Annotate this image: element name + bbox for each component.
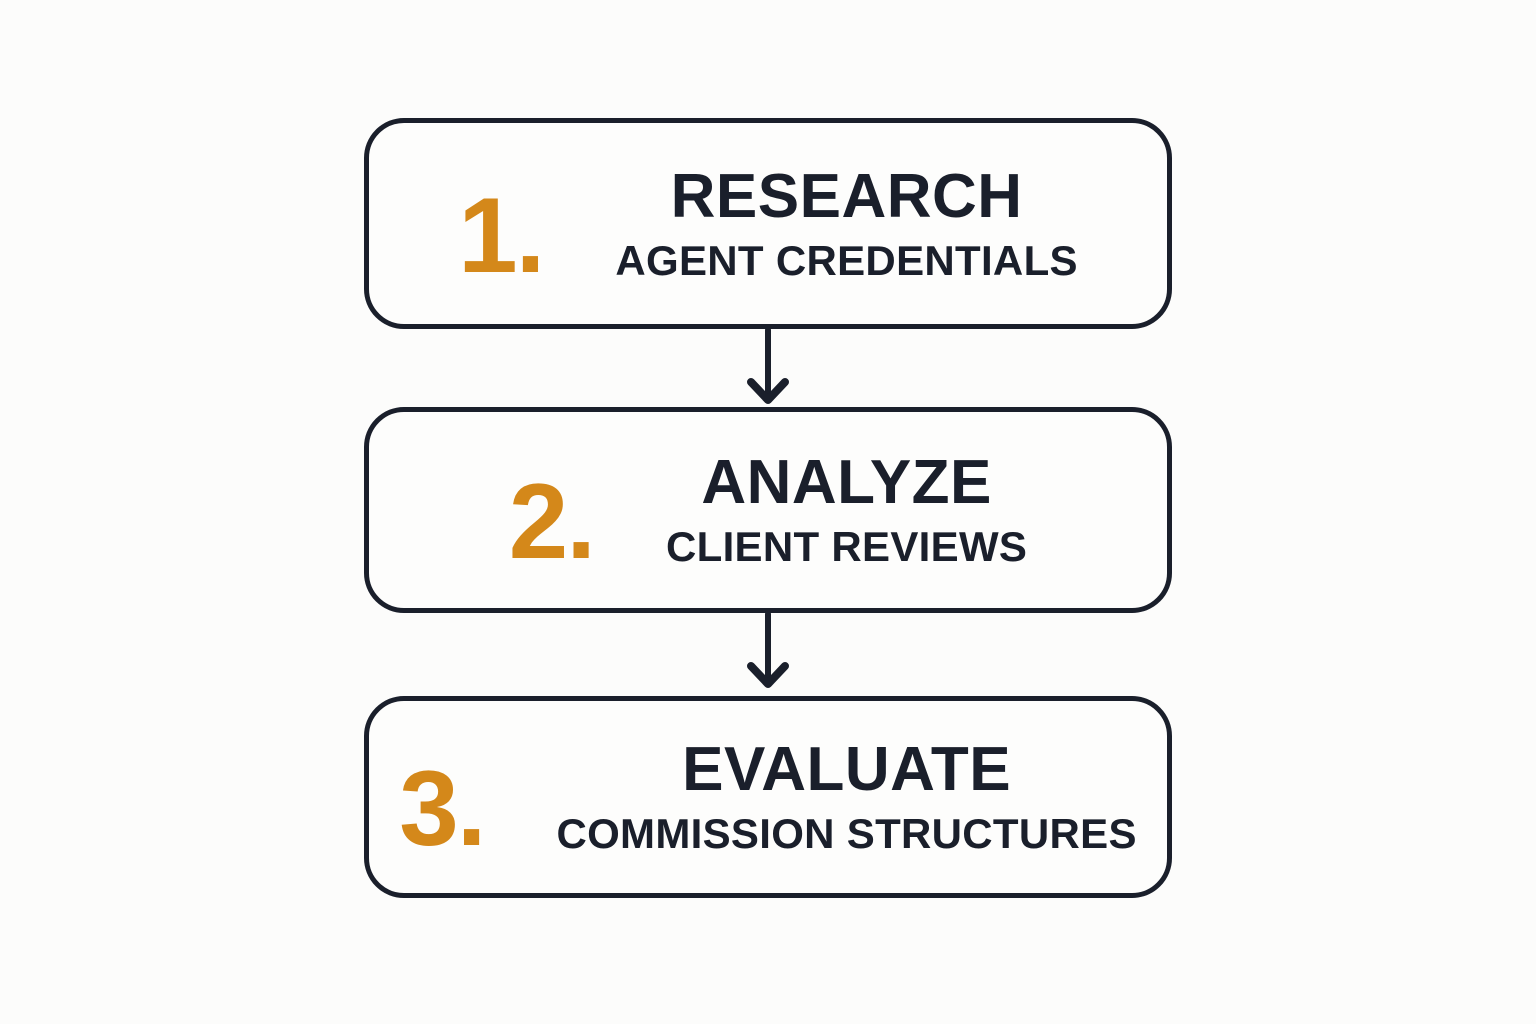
step-title-2: ANALYZE	[701, 448, 992, 517]
step-text-block: RESEARCH AGENT CREDENTIALS	[615, 161, 1078, 284]
step-subtitle-1: AGENT CREDENTIALS	[615, 236, 1078, 284]
step-number-1: 1.	[458, 174, 545, 295]
step-text-block: ANALYZE CLIENT REVIEWS	[666, 452, 1027, 568]
arrow-down-icon	[747, 612, 789, 688]
flow-step-1[interactable]: 1. RESEARCH AGENT CREDENTIALS	[364, 118, 1172, 329]
step-number-3: 3.	[399, 748, 486, 869]
step-subtitle-3: COMMISSION STRUCTURES	[556, 810, 1137, 857]
connector-step1-to-step2	[733, 328, 803, 408]
arrow-down-icon	[747, 328, 789, 404]
step-title-3: EVALUATE	[682, 735, 1012, 804]
flow-step-2[interactable]: 2. ANALYZE CLIENT REVIEWS	[364, 407, 1172, 613]
flow-step-3[interactable]: 3. EVALUATE COMMISSION STRUCTURES	[364, 696, 1172, 898]
step-content: 3. EVALUATE COMMISSION STRUCTURES	[399, 739, 1137, 862]
step-text-block: EVALUATE COMMISSION STRUCTURES	[556, 739, 1136, 855]
step-title-1: RESEARCH	[670, 161, 1023, 231]
step-number-2: 2.	[508, 461, 596, 582]
step-subtitle-2: CLIENT REVIEWS	[666, 523, 1028, 570]
step-content: 2. ANALYZE CLIENT REVIEWS	[509, 452, 1027, 575]
step-content: 1. RESEARCH AGENT CREDENTIALS	[458, 161, 1078, 288]
connector-step2-to-step3	[733, 612, 803, 692]
